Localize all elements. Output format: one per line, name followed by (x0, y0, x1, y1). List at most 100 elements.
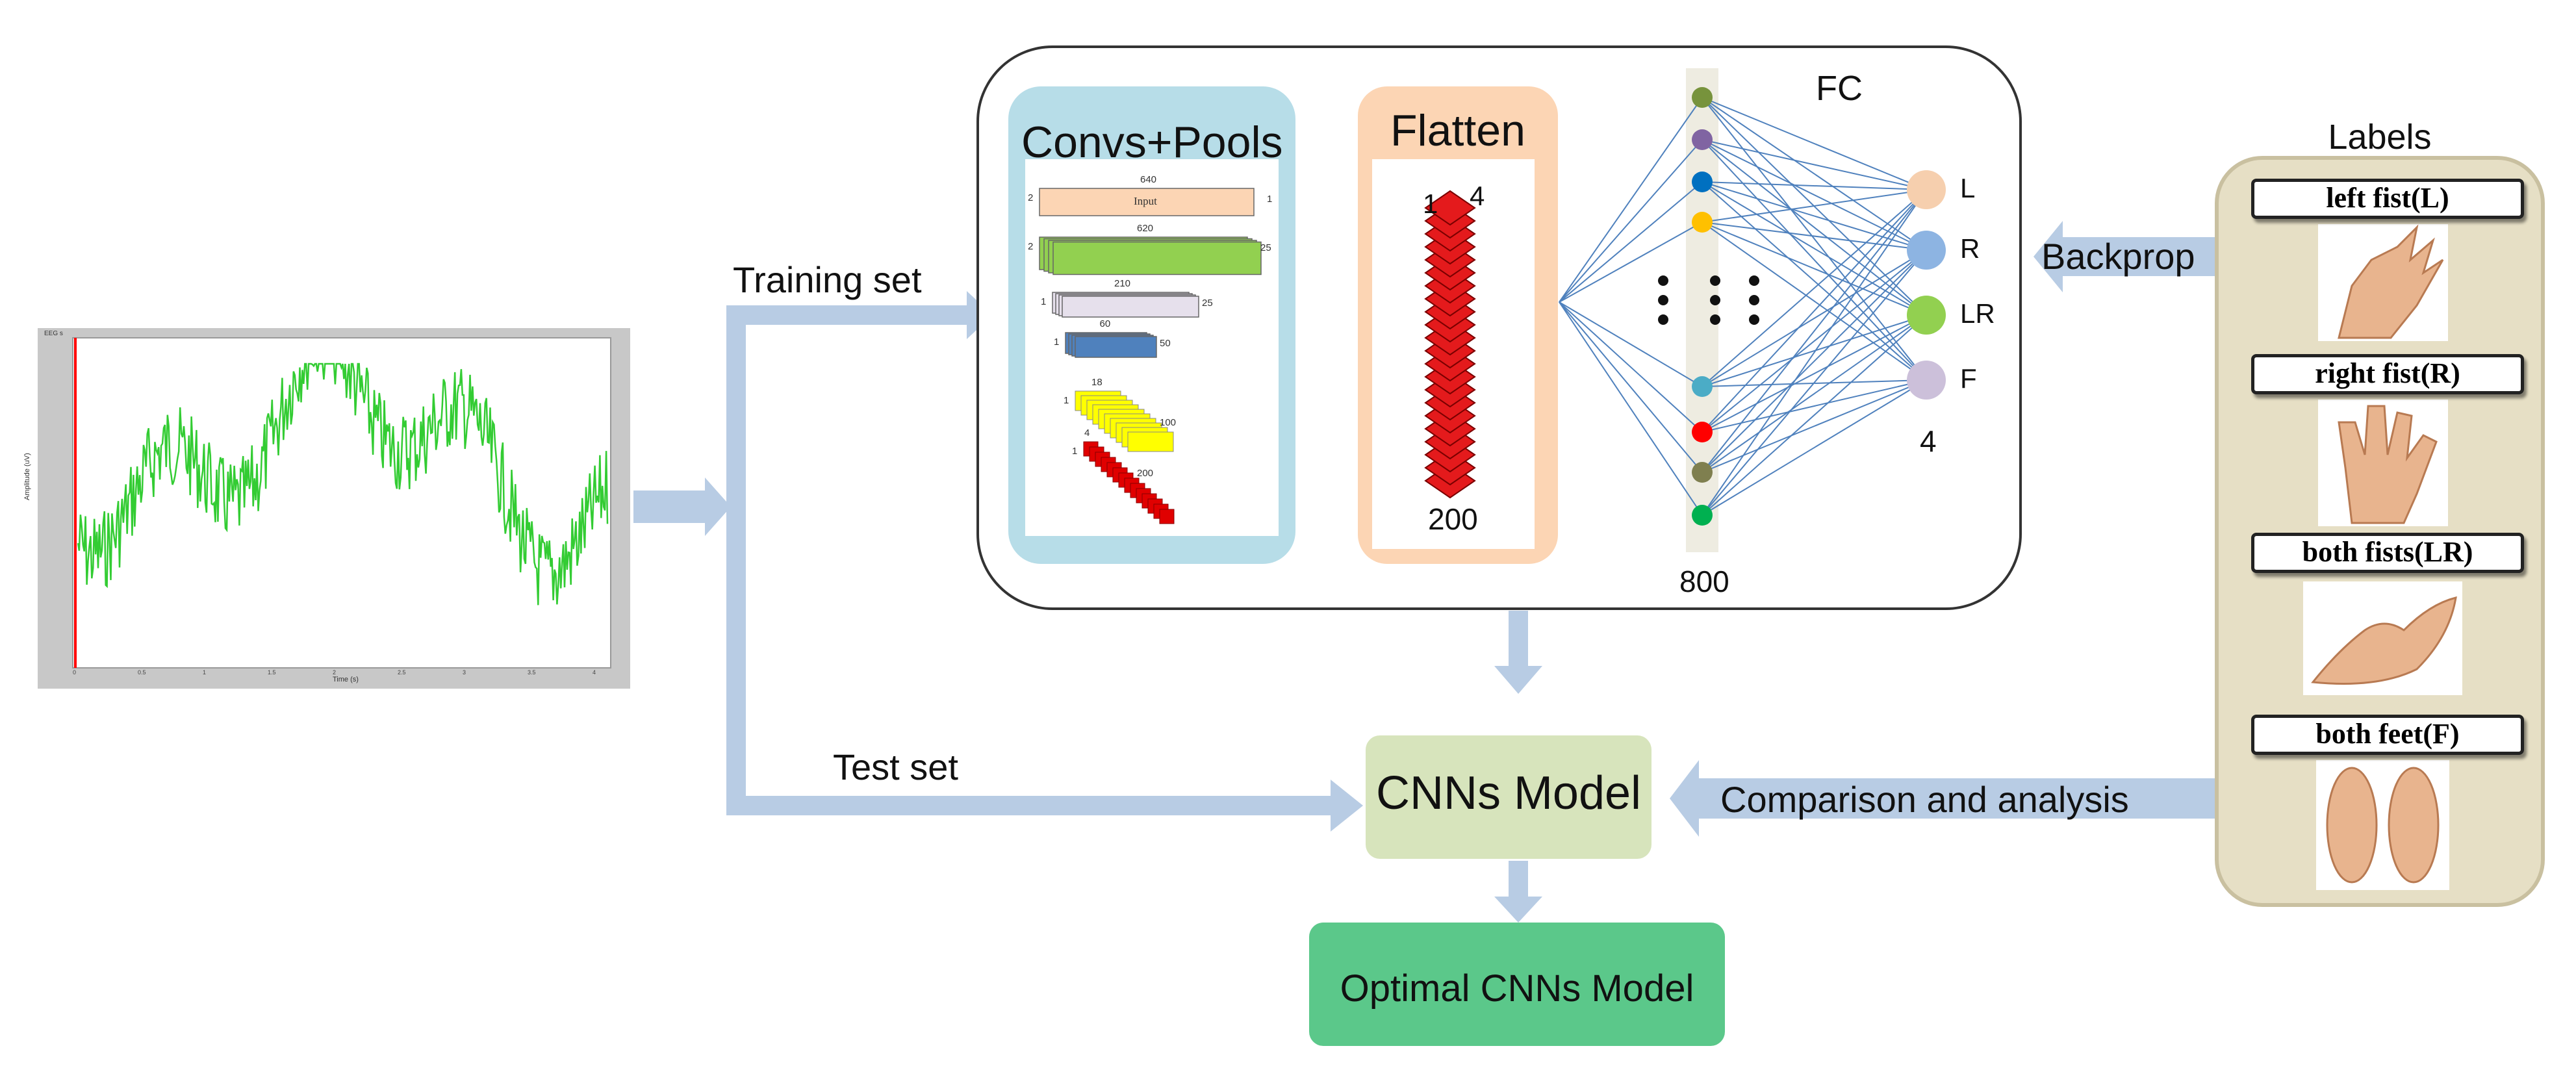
fc-hidden-node (1692, 376, 1713, 397)
conv-layer-size: 60 (1099, 318, 1111, 329)
fc-edge-in (1559, 301, 1703, 433)
fc-edge-out (1702, 181, 1927, 381)
fc-edge-out (1702, 222, 1927, 251)
fc-edge-out (1702, 139, 1927, 316)
conv-layer-size: 18 (1091, 377, 1103, 388)
fc-output-node (1907, 170, 1946, 209)
conv-layer-width: 1 (1041, 296, 1047, 307)
fc-edge-out (1702, 181, 1927, 190)
labels-title: Labels (2328, 118, 2432, 157)
fc-edge-out (1702, 139, 1927, 190)
arrow-test-shaft (726, 796, 1331, 815)
fc-edge-out (1702, 189, 1927, 473)
fc-ellipsis-dot (1710, 314, 1720, 325)
eeg-tick-label: 0.5 (138, 669, 146, 676)
hands-shape (2311, 596, 2457, 685)
conv-layer-depth: 200 (1137, 468, 1154, 479)
conv-layer-block (1062, 296, 1199, 318)
conv-layer-depth: 100 (1160, 417, 1177, 428)
eeg-y-label: Amplitude (uV) (23, 453, 31, 500)
comparison-label: Comparison and analysis (1720, 779, 2129, 820)
conv-layer-name: Input (1134, 195, 1157, 207)
conv-layer-size: 640 (1140, 174, 1157, 185)
conv-layer-block (1039, 188, 1255, 216)
eeg-tick-label: 2 (333, 669, 337, 676)
fc-edge-out (1702, 249, 1927, 387)
flatten-top-right: 4 (1470, 181, 1485, 211)
fc-edge-out (1702, 97, 1927, 381)
output-label: LR (1960, 298, 1995, 329)
fc-edge-out (1702, 314, 1927, 387)
fc-edge-out (1702, 181, 1927, 316)
foot-left (2326, 767, 2378, 884)
conv-layer-depth: 25 (1260, 242, 1271, 253)
eeg-tick-label: 3.5 (528, 669, 536, 676)
conv-layer-width: 1 (1064, 395, 1069, 406)
conv-layer-depth: 50 (1160, 338, 1171, 349)
eeg-plot-title: EEG s (44, 330, 63, 337)
fc-edge-in (1559, 181, 1703, 303)
fc-ellipsis-dot (1749, 314, 1759, 325)
fc-ellipsis-dot (1749, 295, 1759, 305)
eeg-tick-label: 4 (593, 669, 596, 676)
flatten-title: Flatten (1390, 106, 1525, 155)
fc-title: FC (1816, 69, 1863, 108)
eeg-tick-label: 2.5 (398, 669, 406, 676)
eeg-tick-label: 3 (463, 669, 466, 676)
eeg-x-label: Time (s) (333, 676, 359, 683)
conv-layer-size: 4 (1084, 427, 1090, 439)
fc-edge-out (1702, 189, 1927, 433)
fc-edge-out (1702, 139, 1927, 381)
fc-hidden-node (1692, 172, 1713, 192)
conv-layer-depth: 25 (1202, 298, 1213, 309)
arrow-net-to-model (1509, 611, 1528, 666)
fc-edge-out (1702, 379, 1927, 516)
output-label: F (1960, 363, 1977, 394)
label-box: both fists(LR) (2251, 533, 2524, 573)
fc-edge-in (1559, 301, 1703, 473)
fc-edge-out (1702, 189, 1927, 223)
hand-shape (2338, 224, 2444, 339)
left-hand-icon (2318, 224, 2448, 341)
flatten-top-left: 1 (1423, 188, 1438, 219)
fc-output-node (1907, 361, 1946, 400)
eeg-trace (77, 363, 609, 605)
fc-edge-in (1559, 97, 1703, 303)
arrow-eeg-to-split (633, 478, 731, 536)
fc-edge-in (1559, 301, 1703, 387)
conv-layer-width: 2 (1028, 241, 1034, 252)
fc-hidden-node (1692, 129, 1713, 150)
hand-shape (2338, 405, 2438, 524)
arrow-backprop-head (2034, 221, 2063, 292)
fc-edges (1559, 97, 1927, 516)
label-box: right fist(R) (2251, 354, 2524, 394)
fc-hidden-node (1692, 505, 1713, 526)
eeg-tick-label: 0 (73, 669, 77, 676)
fc-edge-out (1702, 189, 1927, 387)
right-hand-icon (2318, 400, 2448, 526)
output-label: R (1960, 233, 1980, 264)
conv-layer-width: 1 (1072, 446, 1078, 457)
fc-edge-out (1702, 314, 1927, 433)
label-box: left fist(L) (2251, 179, 2524, 219)
arrow-net-to-model-head (1494, 666, 1542, 694)
flatten-unit (1424, 190, 1476, 226)
fc-edge-out (1702, 222, 1927, 316)
conv-layer-size: 620 (1137, 223, 1154, 234)
eeg-plot-area (72, 337, 611, 669)
fc-output-node (1907, 231, 1946, 270)
cnn-model-label: CNNs Model (1375, 767, 1642, 819)
backprop-label: Backprop (2041, 236, 2195, 277)
fc-edge-out (1702, 249, 1927, 433)
optimal-model-label: Optimal CNNs Model (1340, 967, 1694, 1010)
fc-edge-out (1702, 249, 1927, 473)
conv-layer-size: 210 (1114, 278, 1131, 289)
arrow-model-to-optimal (1509, 861, 1528, 897)
fc-edge-out (1702, 189, 1927, 516)
label-images (2303, 224, 2462, 890)
fc-edge-out (1702, 314, 1927, 516)
conv-layers (1039, 188, 1262, 524)
fc-ellipsis-dot (1710, 295, 1720, 305)
fc-ellipsis-dot (1658, 314, 1668, 325)
